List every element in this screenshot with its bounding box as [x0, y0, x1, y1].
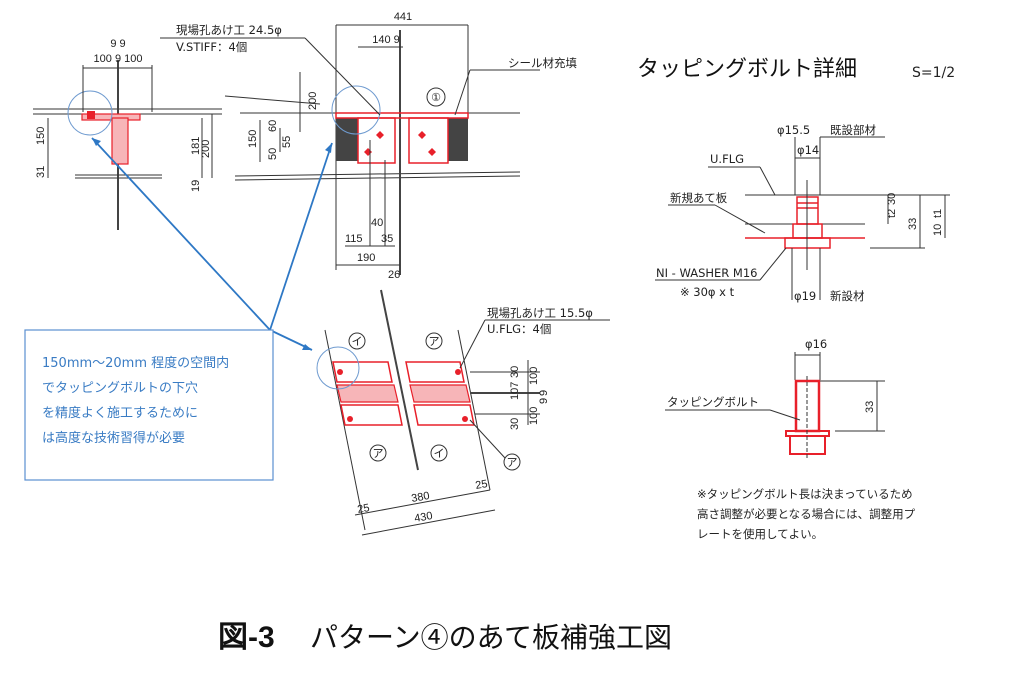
tapping-bolt: φ16 タッピングボルト 33 ※タッピングボルト長は決まっているため 高さ調整… — [665, 337, 916, 541]
dim-label: 25 — [356, 502, 370, 516]
dim-label: 25 — [474, 478, 488, 492]
highlight-circle — [331, 85, 381, 135]
detail-title: タッピングボルト詳細 — [637, 57, 857, 82]
dim-label: 60 — [267, 120, 279, 132]
hole-label: 現場孔あけ工 24.5φ — [176, 23, 282, 37]
seal-label: シール材充填 — [508, 56, 577, 70]
marker-label: イ — [434, 448, 445, 460]
dim-label: 100 — [528, 407, 540, 425]
marker-label: ① — [431, 92, 441, 104]
plan-view: イ ア ア イ ア 現場孔あけ工 15.5φ U.FLG：4個 380 430 … — [316, 289, 610, 536]
plan-flg-label: U.FLG：4個 — [487, 322, 551, 336]
dim-label: 33 — [864, 401, 876, 413]
figure-title: パターン④のあて板補強工図 — [310, 621, 672, 654]
dim-label: 30 — [886, 193, 898, 205]
callout-box — [24, 329, 274, 481]
uflg-label: U.FLG — [710, 152, 744, 166]
stiff-label: V.STIFF：4個 — [176, 40, 247, 54]
new-member-label: 新設材 — [830, 289, 865, 303]
phi19-label: φ19 — [794, 289, 816, 303]
highlight-circle — [316, 346, 360, 390]
bolt-detail: タッピングボルト詳細 S=1/2 φ15.5 既設部材 φ14 U.FLG 新規… — [637, 57, 955, 303]
dim-label: 30 — [509, 418, 521, 430]
note-line: ※タッピングボルト長は決まっているため — [697, 487, 913, 501]
callout-line: を精度よく施工するために — [42, 405, 198, 421]
dim-label: 107 — [509, 382, 521, 400]
left-section-view: 9 9 100 9 100 150 31 181 200 19 — [33, 38, 222, 230]
bolt-marker — [87, 111, 95, 119]
dim-label: 31 — [35, 166, 47, 178]
marker-label: ア — [373, 448, 384, 460]
dim-label: 150 — [247, 130, 259, 148]
new-plate-label: 新規あて板 — [670, 191, 728, 205]
dim-label: 190 — [357, 252, 375, 264]
dim-label: t1 — [932, 209, 944, 218]
dim-label: 26 — [388, 269, 400, 281]
dim-label: 40 — [371, 217, 383, 229]
dim-label: 100 — [528, 367, 540, 385]
note-line: レートを使用してよい。 — [697, 527, 823, 541]
dim-label: 200 — [200, 140, 212, 158]
callout-line: でタッピングボルトの下穴 — [42, 381, 198, 396]
dim-label: 19 — [190, 180, 202, 192]
dim-label: 100 9 100 — [94, 53, 143, 65]
callout-line: 150mm～20mm 程度の空間内 — [42, 355, 229, 371]
washer-size-label: ※ 30φ x t — [680, 285, 735, 299]
bolt-label: タッピングボルト — [667, 395, 759, 409]
dim-label: 200 — [307, 92, 319, 110]
dim-label: 30 — [509, 366, 521, 378]
dim-label: t2 — [886, 209, 898, 218]
marker-circle — [426, 87, 446, 107]
figure-number: 図-3 — [218, 621, 275, 654]
sealant-hatch — [336, 118, 358, 161]
dim-label: 33 — [907, 218, 919, 230]
dim-label: 430 — [413, 510, 433, 525]
dim-label: 441 — [394, 11, 412, 23]
phi16-label: φ16 — [805, 337, 827, 351]
plan-hole-label: 現場孔あけ工 15.5φ — [487, 306, 593, 320]
dim-label: 115 — [345, 233, 363, 245]
dim-label: 35 — [381, 233, 393, 245]
red-web-plate — [111, 117, 129, 165]
highlight-circle — [67, 90, 113, 136]
callout-line: は高度な技術習得が必要 — [42, 430, 185, 446]
dim-label: 380 — [410, 490, 430, 505]
sealant-hatch — [448, 118, 468, 161]
elevation-view: ① 現場孔あけ工 24.5φ V.STIFF：4個 シール材充填 441 140… — [160, 11, 577, 281]
dim-label: 150 — [35, 127, 47, 145]
dim-label: 9 — [538, 398, 550, 404]
callout: 150mm～20mm 程度の空間内 でタッピングボルトの下穴 を精度よく施工する… — [24, 137, 333, 481]
phi14-label: φ14 — [797, 143, 819, 157]
dim-label: 50 — [267, 148, 279, 160]
washer-label: NI - WASHER M16 — [656, 266, 757, 280]
dim-label: 10 — [932, 224, 944, 236]
marker-label: ア — [507, 457, 518, 469]
dim-label: 9 9 — [110, 38, 125, 50]
existing-label: 既設部材 — [830, 123, 876, 137]
marker-label: イ — [352, 336, 363, 348]
dim-label: 140 9 — [372, 34, 400, 46]
dim-label: 181 — [190, 137, 202, 155]
dim-label: 9 — [538, 390, 550, 396]
marker-label: ア — [429, 336, 440, 348]
detail-scale: S=1/2 — [912, 65, 955, 81]
note-line: 高さ調整が必要となる場合には、調整用プ — [697, 507, 916, 521]
phi155-label: φ15.5 — [777, 123, 810, 137]
dim-label: 55 — [281, 136, 293, 148]
